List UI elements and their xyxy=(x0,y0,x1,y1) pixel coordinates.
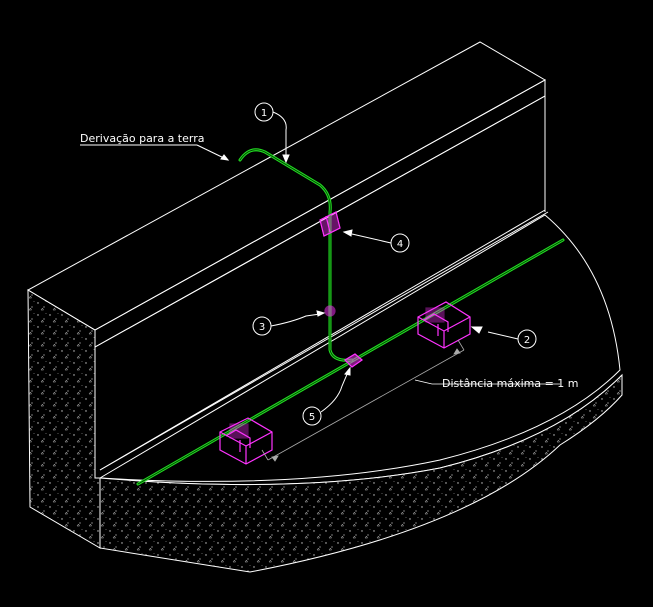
parapet-top xyxy=(26,41,547,331)
callout-2-label: 2 xyxy=(524,335,530,346)
callout-5 xyxy=(302,366,351,426)
tee-junction xyxy=(344,353,363,368)
parapet-front-face xyxy=(94,95,546,471)
callout-3-label: 3 xyxy=(259,322,265,333)
floor-slab xyxy=(99,214,621,482)
concrete-structure xyxy=(26,41,623,573)
left-section-hatch xyxy=(27,289,101,549)
support-block-left xyxy=(219,417,273,465)
fittings xyxy=(219,211,471,465)
ground-branch-label: Derivação para a terra xyxy=(80,132,204,145)
callout-1-label: 1 xyxy=(261,108,267,119)
callout-4-label: 4 xyxy=(397,239,403,250)
support-block-right xyxy=(417,301,471,349)
base-concrete-band xyxy=(99,373,623,573)
in-line-connector xyxy=(324,305,336,317)
ground-conductor xyxy=(136,148,565,486)
callout-2 xyxy=(470,326,537,349)
ground-branch-leader xyxy=(80,144,230,161)
callout-3 xyxy=(252,310,326,336)
conductor-riser xyxy=(238,148,354,362)
wall-clamp xyxy=(319,211,341,237)
callout-4 xyxy=(342,229,410,253)
max-distance-dimension xyxy=(261,339,560,462)
callout-5-label: 5 xyxy=(309,412,315,423)
max-distance-label: Distância máxima = 1 m xyxy=(442,377,579,390)
callout-1 xyxy=(254,102,290,164)
